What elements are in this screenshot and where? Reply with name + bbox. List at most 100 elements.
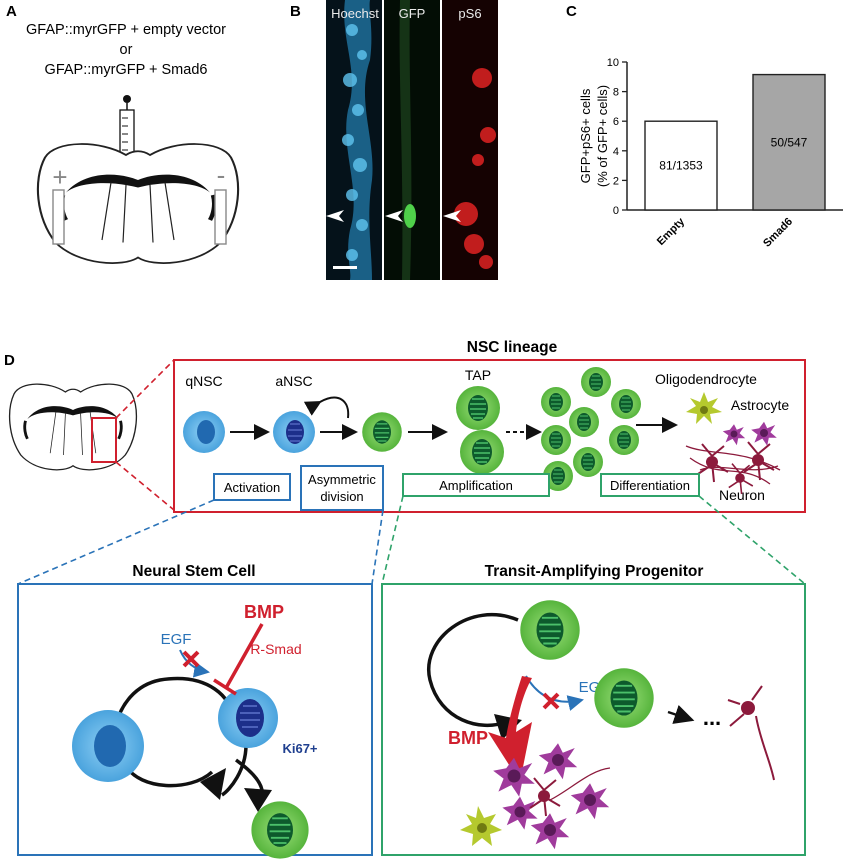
channel-label-ps6: pS6 (458, 6, 481, 21)
label-ansc: aNSC (275, 373, 312, 389)
tap-box (381, 583, 806, 856)
label-neuron: Neuron (719, 487, 765, 503)
panel-d-letter: D (4, 352, 15, 369)
zoom-line-nsc-right (371, 509, 384, 585)
y-tick-label: 4 (613, 146, 619, 158)
y-tick-label: 2 (613, 175, 619, 187)
stage-label-activation: Activation (224, 480, 280, 495)
tap-bmp-label: BMP (448, 728, 488, 748)
nsc-active-cell (218, 688, 278, 748)
electrode-negative (214, 189, 227, 245)
svz-highlight-box (91, 417, 117, 463)
micrograph-hoechst (326, 0, 382, 280)
zoom-line-bottom (115, 461, 175, 511)
micrograph-gfp (384, 0, 440, 280)
brain-section-icon (38, 144, 238, 263)
nsc-cycle-bottom (124, 764, 214, 788)
stage-label-differentiation: Differentiation (610, 478, 690, 493)
nsc-egf-label: EGF (161, 631, 192, 648)
label-tap: TAP (465, 367, 491, 383)
bar (644, 120, 718, 211)
y-axis-label-line-2: (% of GFP+ cells) (595, 85, 610, 187)
y-tick-label: 0 (613, 205, 619, 217)
scale-bar (333, 266, 357, 269)
y-tick-label: 6 (613, 116, 619, 128)
panel-a-construct-2: GFAP::myrGFP + Smad6 (45, 62, 208, 78)
self-renewal-arrow (303, 396, 350, 419)
nsc-output-arrows (220, 744, 264, 797)
bar-data-label: 50/547 (771, 135, 808, 149)
zoom-line-nsc-left (17, 499, 215, 585)
nsc-egf-arrow (179, 649, 210, 678)
electrode-positive (52, 189, 65, 245)
oligodendrocyte-cell (686, 392, 722, 424)
nsc-box (17, 583, 373, 856)
tap-cell-3 (459, 429, 505, 475)
stage-box-activation (213, 473, 291, 501)
tap-to-neuron-arrow (667, 704, 695, 724)
stage-label-division: division (320, 489, 363, 504)
zoom-line-top (115, 359, 175, 419)
tap-cluster (540, 366, 642, 492)
bar-data-label: 81/1353 (659, 159, 703, 173)
tap-daughter-cell (593, 667, 655, 729)
tap-cycle-loop (426, 613, 519, 727)
stage-box-amplification (402, 473, 550, 497)
stage-label-amplification: Amplification (439, 478, 513, 493)
tap-cell-2 (455, 385, 501, 431)
nsc-bmp-label: BMP (244, 602, 284, 622)
zoom-line-tap-right (698, 495, 806, 585)
label-qnsc: qNSC (185, 373, 222, 389)
astrocyte-cell-1 (751, 421, 777, 446)
stage-box-differentiation (600, 473, 700, 497)
label-astrocyte: Astrocyte (731, 397, 790, 413)
x-tick-label: Empty (655, 215, 688, 248)
label-oligodendrocyte: Oligodendrocyte (655, 371, 757, 387)
lineage-box (173, 359, 806, 513)
tap-block-x-icon (542, 692, 560, 710)
panel-a-or: or (120, 42, 133, 58)
tap-cell-1 (361, 411, 403, 453)
nsc-daughter-tap-cell (250, 800, 310, 860)
minus-sign: - (217, 160, 226, 190)
stage-box-asymmetric-division (300, 465, 384, 511)
stage-label-asymmetric: Asymmetric (308, 472, 376, 487)
y-axis-label-line-1: GFP+pS6+ cells (578, 88, 593, 183)
brain-section-small-icon (8, 382, 138, 472)
panel-b-letter: B (290, 3, 301, 20)
lineage-title: NSC lineage (467, 339, 558, 356)
bmp-differentiation-arrow (488, 676, 532, 782)
channel-label-hoechst: Hoechst (331, 6, 379, 21)
tap-main-cell (519, 599, 581, 661)
plus-sign: + (52, 162, 67, 192)
y-tick-label: 10 (607, 57, 619, 69)
nsc-rsmad-label: R-Smad (250, 641, 301, 657)
panel-c-letter: C (566, 3, 577, 20)
panel-a-letter: A (6, 3, 17, 20)
arrowhead-icon-gfp (385, 210, 403, 222)
arrowhead-icon-nsc-2 (244, 788, 272, 812)
y-tick-label: 8 (613, 87, 619, 99)
panel-a-construct-1: GFAP::myrGFP + empty vector (26, 22, 226, 38)
glia-cluster (460, 743, 611, 850)
ki67-label: Ki67+ (282, 741, 317, 756)
x-tick-label: Smad6 (761, 216, 795, 250)
bar (752, 73, 826, 211)
tap-panel-title: Transit-Amplifying Progenitor (485, 563, 704, 580)
astrocyte-cell-2 (722, 424, 746, 446)
neuron-network (685, 441, 781, 495)
nsc-quiescent-cell (72, 710, 144, 782)
qnsc-cell (183, 411, 225, 453)
ellipsis-label: ... (703, 705, 721, 730)
arrowhead-icon-nsc-1 (200, 768, 226, 800)
arrowhead-icon-ps6 (443, 210, 461, 222)
nsc-block-x-icon (182, 650, 200, 668)
ansc-cell (273, 411, 315, 453)
tap-neuron-output (727, 685, 775, 781)
micrograph-ps6 (442, 0, 498, 280)
channel-label-gfp: GFP (399, 6, 426, 21)
arrowhead-icon-hoechst (326, 210, 344, 222)
nsc-bmp-inhibition (213, 623, 264, 696)
